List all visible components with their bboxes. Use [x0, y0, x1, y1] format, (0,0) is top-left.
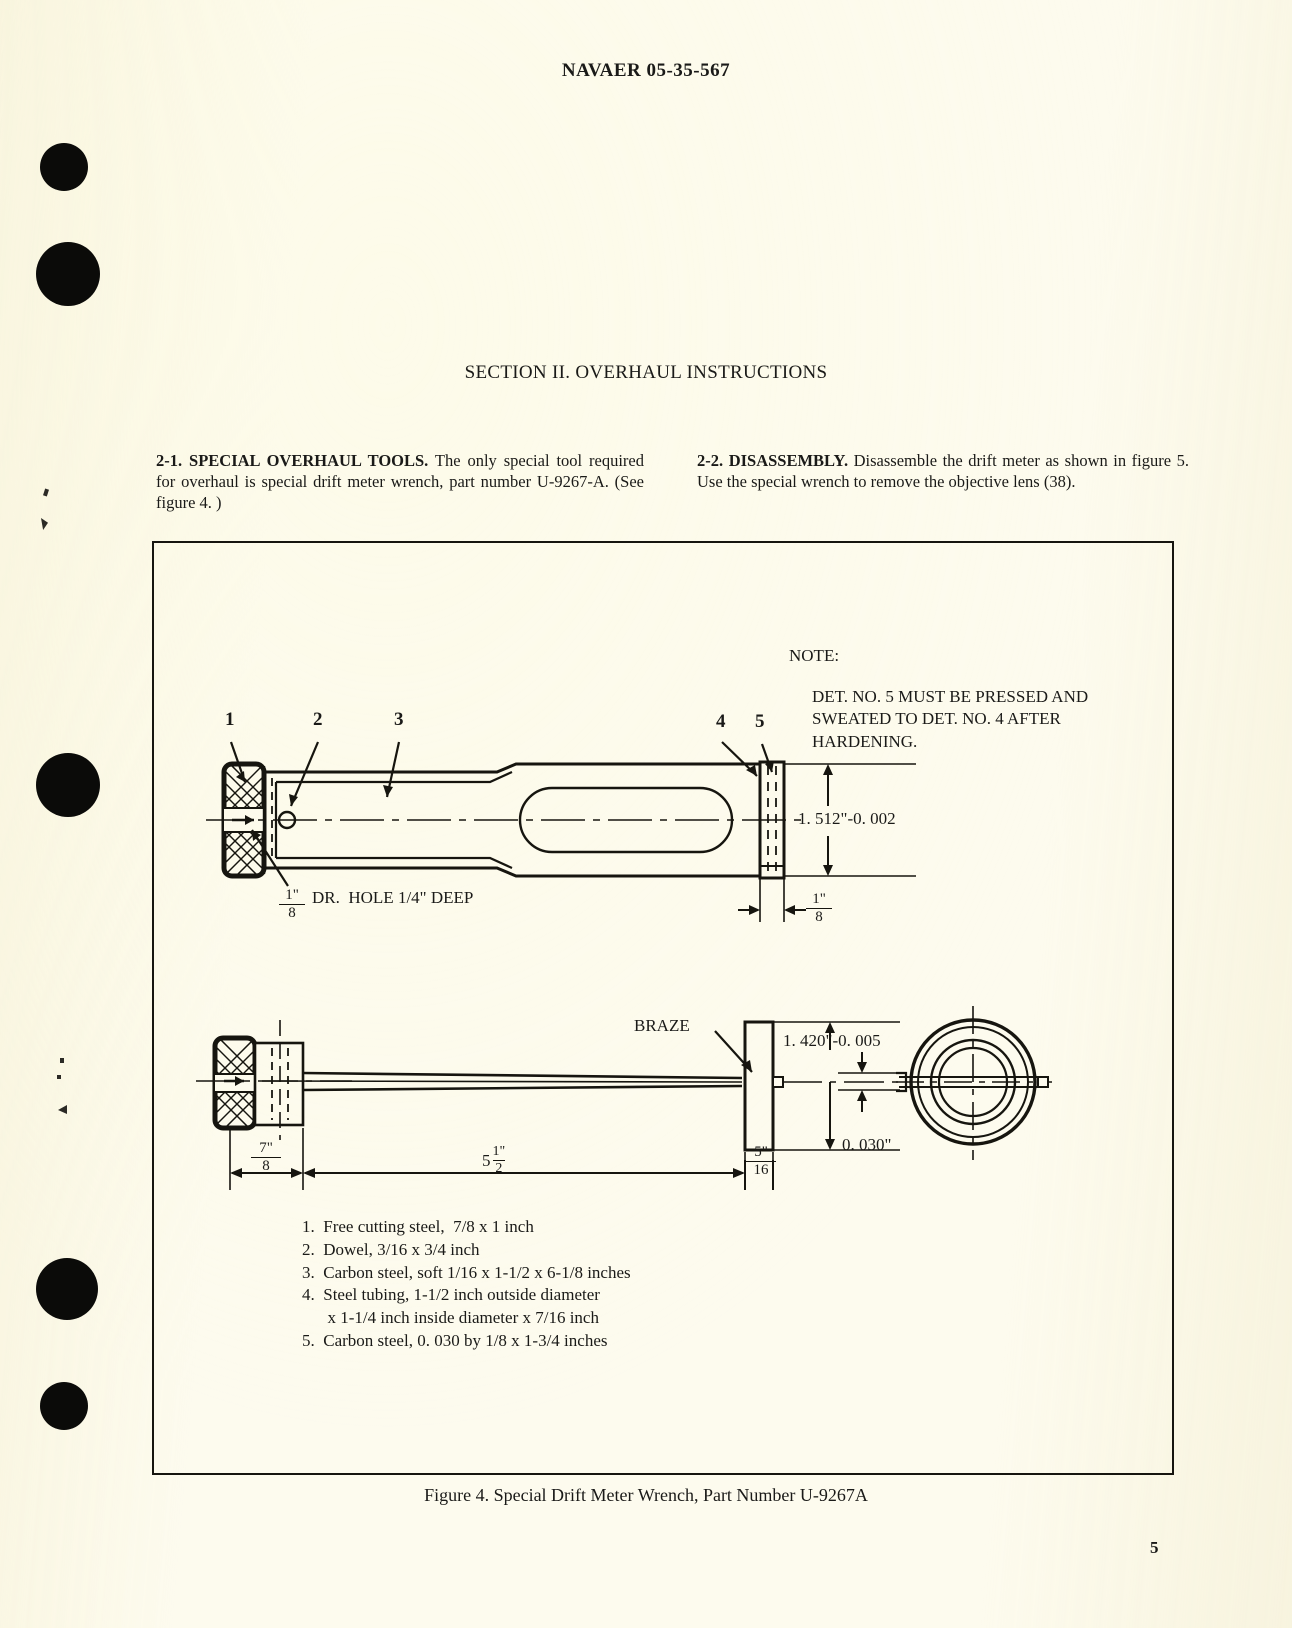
margin-speck	[58, 1105, 67, 1114]
callout-4: 4	[716, 711, 726, 732]
callout-2: 2	[313, 709, 323, 730]
figure-note-label: NOTE:	[789, 646, 840, 665]
label-dr-hole: DR. HOLE 1/4" DEEP	[312, 888, 474, 907]
fraction-numerator: 1"	[285, 887, 299, 903]
fraction-bar	[279, 904, 305, 906]
fraction-denominator: 8	[262, 1158, 270, 1175]
punch-hole	[40, 143, 88, 191]
fraction-numerator: 1"	[492, 1144, 506, 1159]
margin-speck	[43, 488, 49, 497]
punch-hole	[36, 242, 100, 306]
dimension-1512: 1. 512"-0. 002	[798, 809, 896, 828]
fraction-denominator: 2	[495, 1161, 503, 1177]
paragraph-disassembly: 2-2. DISASSEMBLY. Disassemble the drift …	[697, 450, 1189, 492]
fraction-numerator: 7"	[259, 1140, 273, 1156]
list-item: 5. Carbon steel, 0. 030 by 1/8 x 1-3/4 i…	[302, 1330, 608, 1350]
page-number: 5	[1150, 1538, 1159, 1557]
list-item: 4. Steel tubing, 1-1/2 inch outside diam…	[302, 1285, 600, 1305]
fraction-bar	[492, 1160, 506, 1162]
mixed-fraction: 1" 2	[492, 1144, 506, 1177]
fraction-numerator: 5"	[754, 1144, 768, 1160]
punch-hole	[40, 1382, 88, 1430]
paragraph-special-overhaul-tools: 2-1. SPECIAL OVERHAUL TOOLS. The only sp…	[156, 450, 644, 513]
list-item: 2. Dowel, 3/16 x 3/4 inch	[302, 1239, 480, 1259]
dimension-1420: 1. 420"-0. 005	[783, 1031, 881, 1050]
margin-speck	[57, 1075, 61, 1079]
fraction-denominator: 8	[288, 905, 296, 922]
paragraph-right-heading: DISASSEMBLY.	[728, 451, 849, 470]
list-item: 1. Free cutting steel, 7/8 x 1 inch	[302, 1217, 534, 1236]
paragraph-left-heading: SPECIAL OVERHAUL TOOLS.	[189, 451, 429, 470]
fraction-bar	[806, 908, 832, 910]
fraction-bar	[251, 1157, 281, 1159]
paragraph-left-body: The only special tool required for overh…	[156, 451, 644, 513]
figure-caption: Figure 4. Special Drift Meter Wrench, Pa…	[424, 1485, 868, 1505]
margin-speck	[60, 1058, 64, 1063]
figure-parts-list: 1. Free cutting steel, 7/8 x 1 inch 2. D…	[302, 1216, 631, 1353]
dimension-five-sixteenths: 5" 16	[746, 1144, 776, 1179]
punch-hole	[36, 753, 100, 817]
paragraph-left-number: 2-1.	[156, 451, 183, 470]
dimension-drill-diameter: 1" 8	[279, 887, 305, 922]
punch-hole	[36, 1258, 98, 1320]
label-braze: BRAZE	[634, 1016, 690, 1035]
list-item: x 1-1/4 inch inside diameter x 7/16 inch	[302, 1308, 599, 1328]
fraction-bar	[746, 1161, 776, 1163]
callout-5: 5	[755, 711, 765, 732]
figure-frame	[152, 541, 1174, 1475]
document-header-id: NAVAER 05-35-567	[561, 60, 731, 81]
fraction-denominator: 16	[753, 1162, 769, 1179]
dimension-0030: 0. 030"	[842, 1135, 892, 1154]
dimension-five-and-half: 5 1" 2	[482, 1144, 506, 1177]
fraction-denominator: 8	[815, 909, 823, 926]
paragraph-right-number: 2-2.	[697, 451, 724, 470]
callout-3: 3	[394, 709, 404, 730]
section-title: SECTION II. OVERHAUL INSTRUCTIONS	[464, 362, 828, 383]
paragraph-right-body: Disassemble the drift meter as shown in …	[697, 451, 1190, 492]
margin-speck	[41, 518, 48, 530]
dimension-flange-thickness: 1" 8	[806, 891, 832, 926]
fraction-numerator: 1"	[812, 891, 826, 907]
mixed-whole: 5	[482, 1150, 491, 1170]
list-item: 3. Carbon steel, soft 1/16 x 1-1/2 x 6-1…	[302, 1262, 631, 1282]
figure-note-text: DET. NO. 5 MUST BE PRESSED AND SWEATED T…	[812, 687, 1089, 751]
callout-1: 1	[225, 709, 235, 730]
dimension-seven-eighths: 7" 8	[251, 1140, 281, 1175]
